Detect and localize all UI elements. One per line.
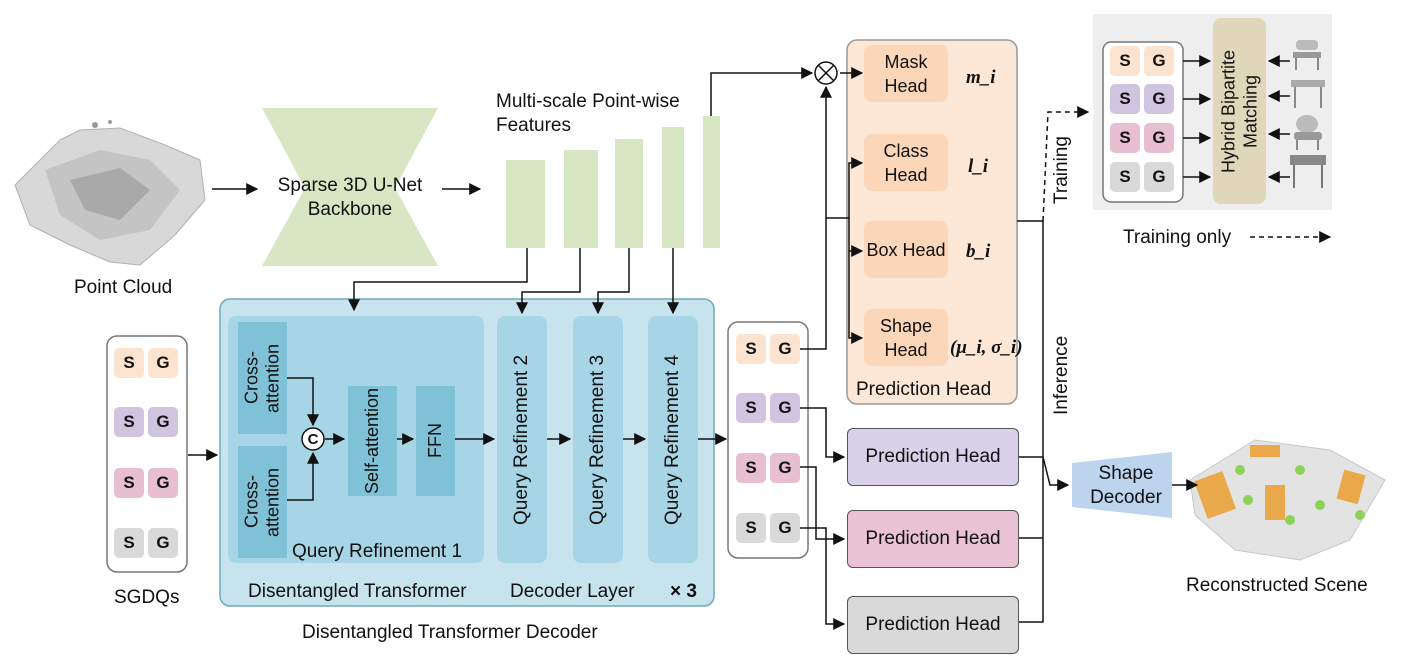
reconstructed-scene-label: Reconstructed Scene: [1186, 575, 1368, 596]
backbone-label-line1: Sparse 3D U-Net: [277, 175, 423, 196]
training-only-label: Training only: [1123, 227, 1232, 248]
prediction-head-pink: Prediction Head: [847, 510, 1019, 568]
sgdq-g-2: G: [148, 407, 178, 437]
prediction-head-purple-bg: [847, 428, 1019, 486]
decoder-layer-label-left: Disentangled Transformer: [248, 581, 467, 602]
prediction-head-pink-bg: [847, 510, 1019, 568]
sgdq-g-4: G: [148, 528, 178, 558]
out-g-2: G: [770, 393, 800, 423]
mask-output: m_i: [966, 67, 996, 88]
training-label: Training: [1051, 136, 1072, 204]
ffn-block: [416, 386, 455, 496]
out-s-1: S: [736, 334, 766, 364]
train-g-1: G: [1144, 46, 1174, 76]
inference-label: Inference: [1051, 335, 1072, 415]
multiply-icon: [814, 61, 838, 85]
cross-attention-block-2: [238, 446, 287, 558]
training-dashed-connectors: [1042, 106, 1332, 243]
out-s-4: S: [736, 513, 766, 543]
query-refinement-3-panel: [573, 316, 623, 563]
hybrid-matching-block: [1213, 18, 1266, 204]
out-g-3: G: [770, 453, 800, 483]
hybrid-matching-label: Hybrid Bipartite Matching: [1218, 49, 1261, 173]
table-icon-2: [1290, 155, 1326, 188]
self-attention-block: [348, 386, 397, 496]
backbone-shape: [262, 108, 438, 266]
query-refinement-3-label: Query Refinement 3: [587, 354, 608, 525]
self-attention-label: Self-attention: [362, 387, 382, 495]
table-icon: [1291, 80, 1325, 108]
sgdq-s-1: S: [114, 348, 144, 378]
cross-attention-label-2: Cross-attention: [241, 467, 283, 537]
feature-bars: [506, 116, 720, 248]
train-s-4: S: [1110, 162, 1140, 192]
query-refinement-2-panel: [497, 316, 547, 563]
shape-decoder-label: Shape Decoder: [1090, 463, 1162, 508]
backbone-label-line2: Backbone: [307, 199, 393, 220]
cross-attention-block-1: [238, 322, 287, 434]
prediction-head-gray-bg: [847, 596, 1019, 654]
out-s-2: S: [736, 393, 766, 423]
backbone-label: Sparse 3D U-Net Backbone: [262, 170, 438, 226]
cross-attention-label-1: Cross-attention: [241, 343, 283, 413]
features-label-line1: Multi-scale Point-wise: [496, 91, 680, 112]
sgdqs-frame: [106, 335, 188, 573]
class-output: l_i: [968, 156, 989, 177]
ffn-label: FFN: [425, 423, 445, 459]
sgdq-s-2: S: [114, 407, 144, 437]
query-refinement-2-label: Query Refinement 2: [511, 354, 532, 525]
concat-node: [301, 427, 325, 451]
train-s-2: S: [1110, 84, 1140, 114]
decoder-repeat-label: × 3: [670, 581, 697, 602]
prediction-head-gray: Prediction Head: [847, 596, 1019, 654]
shape-decoder-shape: [1072, 452, 1172, 518]
sgdq-g-1: G: [148, 348, 178, 378]
chair-icon: [1293, 40, 1321, 70]
query-refinement-1-label: Query Refinement 1: [292, 541, 463, 562]
connectors: [188, 55, 1290, 630]
chair-icon-2: [1294, 115, 1322, 150]
sgdqs-label: SGDQs: [114, 587, 180, 608]
box-head: Box Head: [864, 221, 948, 278]
shape-head: Shape Head: [864, 309, 948, 366]
train-g-4: G: [1144, 162, 1174, 192]
output-queries-frame: [727, 321, 809, 559]
query-refinement-4-panel: [648, 316, 698, 563]
query-refinement-4-label: Query Refinement 4: [662, 354, 683, 525]
out-s-3: S: [736, 453, 766, 483]
point-cloud-label: Point Cloud: [74, 277, 173, 298]
shape-output: (μ_i, σ_i): [950, 337, 1023, 358]
class-head: Class Head: [864, 134, 948, 191]
mask-head: Mask Head: [864, 45, 948, 102]
prediction-head-purple: Prediction Head: [847, 428, 1019, 486]
decoder-layer-label-right: Decoder Layer: [510, 581, 635, 602]
decoder-caption: Disentangled Transformer Decoder: [302, 622, 598, 643]
train-s-3: S: [1110, 123, 1140, 153]
out-g-4: G: [770, 513, 800, 543]
train-g-2: G: [1144, 84, 1174, 114]
sgdq-s-3: S: [114, 468, 144, 498]
concat-label: C: [307, 430, 319, 448]
prediction-head-panel-label: Prediction Head: [856, 379, 992, 400]
sgdq-s-4: S: [114, 528, 144, 558]
train-g-3: G: [1144, 123, 1174, 153]
features-label-line2: Features: [496, 115, 571, 136]
train-s-1: S: [1110, 46, 1140, 76]
reconstructed-scene-icon: [1189, 439, 1386, 561]
box-output: b_i: [966, 241, 991, 262]
point-cloud-icon: [14, 120, 206, 266]
out-g-1: G: [770, 334, 800, 364]
sgdq-g-3: G: [148, 468, 178, 498]
